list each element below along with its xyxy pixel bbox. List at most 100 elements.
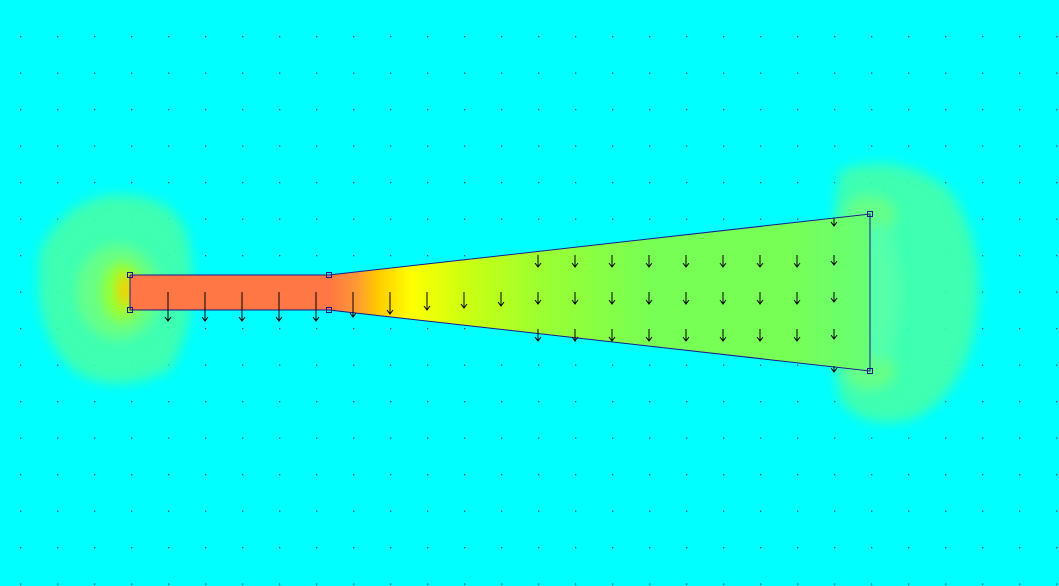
field-vector-dot — [982, 218, 984, 220]
field-arrow — [682, 255, 690, 268]
field-vector-dot — [427, 182, 429, 184]
field-vector-dot — [1056, 109, 1058, 111]
field-vector-dot — [57, 510, 59, 512]
field-vector-dot — [575, 36, 577, 38]
field-vector-dot — [20, 401, 22, 403]
field-vector-dot — [168, 401, 170, 403]
field-vector-dot — [982, 109, 984, 111]
field-vector-dot — [57, 182, 59, 184]
field-vector-dot — [908, 510, 910, 512]
field-arrow — [238, 292, 246, 322]
field-vector-dot — [686, 547, 688, 549]
field-vector-dot — [205, 109, 207, 111]
field-vector-dot — [686, 182, 688, 184]
field-vector-dot — [57, 583, 59, 585]
field-arrow — [571, 255, 579, 268]
field-vector-dot — [353, 401, 355, 403]
field-vector-dot — [427, 401, 429, 403]
field-vector-dot — [797, 437, 799, 439]
field-vector-dot — [982, 72, 984, 74]
field-vector-dot — [279, 109, 281, 111]
geometry-node-marker — [867, 368, 873, 374]
geometry-outline — [129, 213, 871, 372]
field-vector-dot — [1056, 401, 1058, 403]
field-vector-dot — [649, 437, 651, 439]
field-vector-dot — [57, 437, 59, 439]
field-vector-dot — [20, 36, 22, 38]
field-vector-dot — [168, 547, 170, 549]
field-vector-dot — [427, 255, 429, 257]
field-vector-dot — [168, 36, 170, 38]
field-vector-dot — [242, 328, 244, 330]
left-field-halo — [38, 194, 193, 384]
field-vector-dot — [242, 145, 244, 147]
field-vector-dot — [1019, 109, 1021, 111]
field-vector-dot — [760, 218, 762, 220]
field-vector-dot — [131, 109, 133, 111]
field-vector-dot — [279, 182, 281, 184]
field-vector-dot — [686, 510, 688, 512]
field-vector-dot — [982, 145, 984, 147]
field-vector-dot — [686, 583, 688, 585]
geometry-node-marker — [326, 307, 332, 313]
field-vector-dot — [723, 474, 725, 476]
field-vector-dot — [1019, 437, 1021, 439]
field-vector-dot — [649, 218, 651, 220]
field-vector-dot — [279, 72, 281, 74]
field-arrow — [719, 292, 727, 305]
field-vector-dot — [390, 364, 392, 366]
field-vector-dot — [94, 401, 96, 403]
field-vector-dot — [797, 583, 799, 585]
field-vector-dot — [1019, 510, 1021, 512]
field-vector-dot — [1056, 291, 1058, 293]
field-vector-dot — [205, 364, 207, 366]
field-vector-dot — [686, 36, 688, 38]
field-vector-dot — [945, 437, 947, 439]
field-vector-dot — [834, 474, 836, 476]
field-vector-dot — [390, 510, 392, 512]
field-vector-dot — [945, 547, 947, 549]
field-vector-dot — [1056, 218, 1058, 220]
field-vector-dot — [501, 583, 503, 585]
field-vector-dot — [464, 474, 466, 476]
field-vector-dot — [316, 109, 318, 111]
field-vector-dot — [427, 109, 429, 111]
field-vector-dot — [353, 72, 355, 74]
field-vector-dot — [464, 583, 466, 585]
field-vector-dot — [242, 401, 244, 403]
field-vector-dot — [723, 218, 725, 220]
field-vector-dot — [427, 437, 429, 439]
field-vector-dot — [464, 401, 466, 403]
field-vector-dot — [686, 218, 688, 220]
field-vector-dot — [723, 72, 725, 74]
field-vector-dot — [168, 182, 170, 184]
field-vector-dot — [1056, 255, 1058, 257]
field-vector-dot — [390, 547, 392, 549]
field-vector-dot — [945, 109, 947, 111]
field-vector-dot — [205, 182, 207, 184]
field-vector-dot — [575, 437, 577, 439]
field-vector-dot — [427, 474, 429, 476]
field-vector-dot — [501, 474, 503, 476]
field-vector-dot — [464, 145, 466, 147]
field-vector-dot — [871, 583, 873, 585]
field-vector-dot — [1019, 401, 1021, 403]
field-vector-dot — [834, 437, 836, 439]
field-vector-dot — [760, 36, 762, 38]
field-vector-dot — [168, 474, 170, 476]
field-vector-dot — [501, 182, 503, 184]
field-vector-dot — [908, 145, 910, 147]
field-vector-dot — [723, 182, 725, 184]
field-vector-dot — [797, 145, 799, 147]
field-vector-dot — [131, 510, 133, 512]
field-vector-dot — [168, 437, 170, 439]
field-vector-dot — [871, 510, 873, 512]
field-arrow — [460, 292, 468, 309]
field-vector-dot — [353, 437, 355, 439]
field-arrow — [497, 292, 505, 307]
field-vector-dot — [316, 583, 318, 585]
field-vector-dot — [168, 72, 170, 74]
field-vector-dot — [982, 255, 984, 257]
field-vector-dot — [94, 182, 96, 184]
field-vector-dot — [760, 474, 762, 476]
